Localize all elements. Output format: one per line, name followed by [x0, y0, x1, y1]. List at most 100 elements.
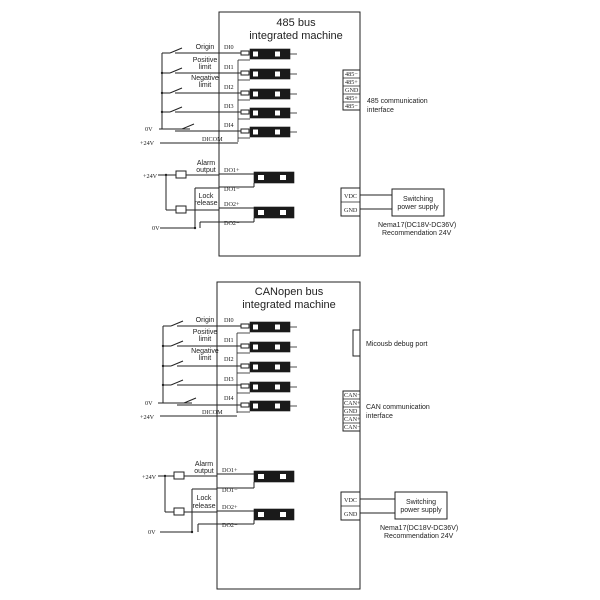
label-positive: Positive — [193, 329, 218, 336]
input-labels: Origin Positive limit Negative limit DI0… — [140, 44, 234, 147]
psu-label-line2: power supply — [397, 204, 439, 211]
power-connector-485: VDC GND — [340, 187, 392, 217]
label-out-plus24v: +24V — [143, 173, 158, 180]
comm-pin-1: 485− — [345, 71, 358, 78]
input-resistors — [236, 323, 297, 413]
label-lock: Lock — [197, 495, 212, 502]
psu-label-line1: Switching — [406, 499, 436, 506]
comm-connector-can: CAN− CAN+ GND CAN+ CAN− — [342, 390, 361, 432]
comm-pin-5: CAN− — [344, 424, 361, 431]
power-supply-can: Switching power supply — [394, 491, 448, 520]
pin-do1-minus: DO1− — [224, 186, 240, 193]
label-plus24v: +24V — [140, 414, 155, 421]
pin-di0: DI0 — [224, 44, 234, 51]
label-lock: Lock — [199, 193, 214, 200]
optocoupler-di3 — [249, 107, 291, 119]
comm-pin-4: 485+ — [345, 95, 358, 102]
label-plus24v: +24V — [140, 140, 155, 147]
label-lock-release: release — [193, 503, 216, 510]
psu-label-line2: power supply — [400, 507, 442, 514]
device-title-line1: 485 bus — [276, 17, 316, 29]
comm-pin-3: GND — [345, 87, 359, 94]
pin-di1: DI1 — [224, 337, 234, 344]
pin-do2-plus: DO2+ — [224, 201, 240, 208]
label-origin: Origin — [196, 317, 215, 324]
optocoupler-di4 — [249, 126, 291, 138]
comm-pin-2: 485+ — [345, 79, 358, 86]
label-0v: 0V — [145, 126, 153, 133]
psu-note-line2: Recommendation 24V — [382, 230, 452, 237]
comm-label-line1: 485 communication — [367, 98, 428, 105]
label-positive: Positive — [193, 57, 218, 64]
input-wires — [158, 320, 241, 417]
pin-dicom: DICOM — [202, 409, 223, 416]
label-alarm-output: output — [196, 167, 216, 174]
label-out-0v: 0V — [152, 225, 160, 232]
optocoupler-di2 — [249, 88, 291, 100]
pin-di2: DI2 — [224, 356, 234, 363]
label-alarm-output: output — [194, 468, 214, 475]
power-connector-can: VDC GND — [340, 491, 395, 521]
optocoupler-di2 — [249, 361, 291, 373]
input-labels: Origin Positive limit Negative limit DI0… — [140, 317, 234, 421]
optocoupler-di0 — [249, 321, 291, 333]
alarm-load — [175, 170, 187, 179]
pin-di2: DI2 — [224, 84, 234, 91]
pin-di3: DI3 — [224, 103, 234, 110]
output-labels: +24V Alarm output Lock release DO1+ DO1−… — [142, 461, 238, 536]
pin-di0: DI0 — [224, 317, 234, 324]
pin-di1: DI1 — [224, 64, 234, 71]
pin-do1-minus: DO1− — [222, 487, 238, 494]
comm-label-line2: interface — [367, 107, 394, 114]
optocoupler-do1 — [253, 470, 295, 483]
pin-dicom: DICOM — [202, 136, 223, 143]
pin-do2-minus: DO2− — [224, 220, 240, 227]
power-pin-vdc: VDC — [344, 193, 357, 200]
power-pin-gnd: GND — [344, 207, 358, 214]
comm-label-line1: CAN communication — [366, 404, 430, 411]
label-negative: Negative — [191, 348, 219, 355]
power-supply-485: Switching power supply — [391, 188, 445, 217]
comm-pin-3: GND — [344, 408, 358, 415]
label-0v: 0V — [145, 400, 153, 407]
optocoupler-di3 — [249, 381, 291, 393]
pin-do2-plus: DO2+ — [222, 504, 238, 511]
device-title-line2: integrated machine — [242, 299, 336, 311]
comm-connector-485: 485− 485+ GND 485+ 485− — [342, 69, 361, 111]
comm-pin-2: CAN+ — [344, 400, 361, 407]
psu-note-line1: Nema17(DC18V-DC36V) — [378, 222, 456, 229]
device-title-line2: integrated machine — [249, 30, 343, 42]
label-positive-limit: limit — [199, 64, 211, 71]
pin-di4: DI4 — [224, 395, 234, 402]
input-resistors — [237, 50, 297, 142]
optocoupler-di0 — [249, 48, 291, 60]
power-pin-gnd: GND — [344, 511, 358, 518]
output-labels: +24V Alarm output Lock release DO1+ DO1−… — [143, 160, 240, 232]
debug-port — [352, 329, 361, 357]
label-out-plus24v: +24V — [142, 474, 157, 481]
optocoupler-do2 — [253, 508, 295, 521]
psu-note-line1: Nema17(DC18V-DC36V) — [380, 525, 458, 532]
lock-load — [173, 507, 185, 516]
comm-pin-4: CAN+ — [344, 416, 361, 423]
alarm-load — [173, 471, 185, 480]
debug-port-label: Micousb debug port — [366, 341, 428, 348]
comm-label-line2: interface — [366, 413, 393, 420]
psu-label-line1: Switching — [403, 196, 433, 203]
label-origin: Origin — [196, 44, 215, 51]
label-positive-limit: limit — [199, 336, 211, 343]
input-wires — [159, 47, 241, 144]
label-alarm: Alarm — [195, 461, 213, 468]
optocoupler-di1 — [249, 68, 291, 80]
pin-do1-plus: DO1+ — [224, 167, 240, 174]
label-out-0v: 0V — [148, 529, 156, 536]
optocoupler-do1 — [253, 171, 295, 184]
pin-do1-plus: DO1+ — [222, 467, 238, 474]
pin-do2-minus: DO2− — [222, 522, 238, 529]
optocoupler-di1 — [249, 341, 291, 353]
device-title-line1: CANopen bus — [255, 286, 324, 298]
label-negative: Negative — [191, 75, 219, 82]
section-canopen: CANopen bus integrated machine — [140, 281, 458, 590]
